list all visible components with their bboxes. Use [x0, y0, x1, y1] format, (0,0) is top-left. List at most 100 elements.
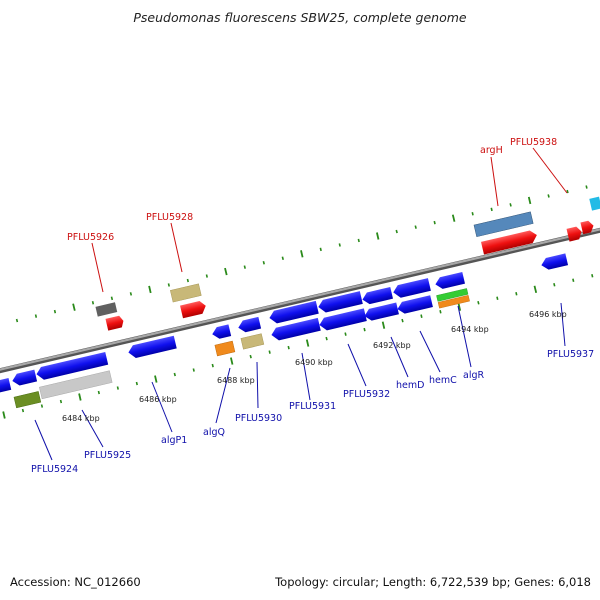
scale-tick — [433, 220, 436, 225]
scale-tick — [154, 375, 158, 383]
gene-label-pflu5930[interactable]: PFLU5930 — [235, 413, 282, 424]
gene-label-pflu5932[interactable]: PFLU5932 — [343, 389, 390, 400]
scale-tick — [344, 332, 347, 336]
scale-tick — [148, 285, 152, 294]
scale-tick — [363, 327, 366, 332]
scale-tick — [211, 363, 214, 368]
topology-text: Topology: circular; Length: 6,722,539 bp… — [275, 575, 591, 589]
scale-label-6496: 6496 kbp — [529, 310, 567, 319]
scale-tick — [395, 229, 398, 234]
inner-scale-ticks — [2, 274, 594, 419]
gene-label-algQ[interactable]: algQ — [203, 427, 225, 438]
scale-label-6484: 6484 kbp — [62, 414, 100, 423]
scale-tick — [281, 256, 284, 260]
feature-pflu5937[interactable] — [540, 253, 569, 271]
outer-scale-ticks — [15, 185, 588, 323]
scale-tick — [53, 309, 57, 314]
scale-tick — [186, 278, 189, 283]
map-title: Pseudomonas fluorescens SBW25, complete … — [133, 10, 467, 25]
scale-label-6486: 6486 kbp — [139, 395, 177, 404]
scale-tick — [205, 274, 208, 278]
feature-algQ[interactable] — [211, 324, 236, 357]
gene-label-pflu5928[interactable]: PFLU5928 — [146, 212, 193, 223]
scale-tick — [439, 310, 442, 314]
scale-tick — [167, 283, 170, 287]
scale-tick — [325, 336, 328, 341]
scale-tick — [21, 408, 25, 413]
scale-tick — [338, 243, 341, 247]
scale-tick — [566, 189, 569, 194]
gene-label-pflu5931[interactable]: PFLU5931 — [289, 401, 336, 412]
scale-tick — [249, 354, 252, 359]
feature-algR[interactable] — [434, 271, 470, 309]
scale-label-6490: 6490 kbp — [295, 358, 333, 367]
feature-pflu5926-top[interactable] — [95, 301, 124, 332]
scale-tick — [457, 303, 462, 311]
scale-tick — [268, 350, 271, 354]
scale-tick — [2, 411, 6, 419]
feature-pflu5932[interactable] — [317, 291, 367, 332]
gene-label-pflu5924[interactable]: PFLU5924 — [31, 464, 78, 475]
scale-tick — [287, 345, 290, 350]
scale-tick — [40, 404, 44, 408]
scale-tick — [262, 261, 265, 265]
gene-label-pflu5937[interactable]: PFLU5937 — [547, 349, 594, 360]
scale-tick — [91, 301, 95, 305]
scale-tick — [129, 292, 133, 296]
scale-tick — [585, 185, 588, 189]
scale-tick — [319, 247, 322, 252]
scale-tick — [15, 318, 19, 323]
feature-hemC[interactable] — [392, 278, 433, 315]
scale-tick — [305, 339, 310, 347]
scale-tick — [135, 381, 138, 386]
feature-pflu5930[interactable] — [237, 316, 265, 350]
feature-argH[interactable] — [473, 211, 539, 256]
scale-label-6494: 6494 kbp — [451, 325, 489, 334]
scale-tick — [243, 265, 246, 269]
scale-tick — [300, 250, 304, 258]
label-leader-lines — [34, 147, 568, 461]
scale-label-6488: 6488 kbp — [217, 376, 255, 385]
genome-backbone — [0, 227, 600, 374]
scale-tick — [357, 238, 360, 243]
feature-hemD[interactable] — [361, 286, 399, 322]
scale-tick — [451, 214, 456, 222]
scale-tick — [591, 274, 594, 278]
scale-label-6492: 6492 kbp — [373, 341, 411, 350]
scale-tick — [477, 301, 480, 305]
scale-tick — [110, 296, 114, 301]
scale-tick — [401, 318, 404, 323]
scale-tick — [230, 357, 234, 365]
scale-tick — [376, 232, 380, 240]
gene-label-argH[interactable]: argH — [480, 145, 503, 156]
feature-pflu5925[interactable] — [39, 370, 113, 400]
gene-label-pflu5925[interactable]: PFLU5925 — [84, 450, 131, 461]
accession-text: Accession: NC_012660 — [10, 575, 141, 589]
scale-tick — [72, 303, 76, 311]
gene-label-pflu5938[interactable]: PFLU5938 — [510, 137, 557, 148]
gene-label-algR[interactable]: algR — [463, 370, 484, 381]
scale-tick — [527, 196, 532, 205]
scale-tick — [224, 267, 228, 276]
feature-pflu5928[interactable] — [170, 283, 207, 319]
scale-tick — [59, 399, 63, 404]
scale-labels: 6484 kbp 6486 kbp 6488 kbp 6490 kbp 6492… — [62, 310, 567, 423]
scale-tick — [496, 296, 499, 300]
gene-label-algP1[interactable]: algP1 — [161, 435, 187, 446]
gene-label-hemC[interactable]: hemC — [429, 375, 457, 386]
feature-pflu5924[interactable] — [0, 351, 109, 409]
scale-tick — [414, 225, 417, 229]
scale-tick — [572, 278, 575, 282]
gene-label-hemD[interactable]: hemD — [396, 380, 424, 391]
scale-tick — [34, 314, 38, 318]
scale-tick — [192, 368, 195, 372]
scale-tick — [509, 203, 512, 207]
feature-pflu5931[interactable] — [268, 300, 321, 342]
feature-pflu5938[interactable] — [561, 196, 600, 242]
gene-labels-top: PFLU5926 PFLU5928 argH PFLU5938 — [67, 137, 557, 243]
scale-tick — [381, 321, 386, 329]
feature-algP1[interactable] — [127, 335, 177, 360]
gene-label-pflu5926[interactable]: PFLU5926 — [67, 232, 114, 243]
scale-tick — [553, 283, 556, 287]
